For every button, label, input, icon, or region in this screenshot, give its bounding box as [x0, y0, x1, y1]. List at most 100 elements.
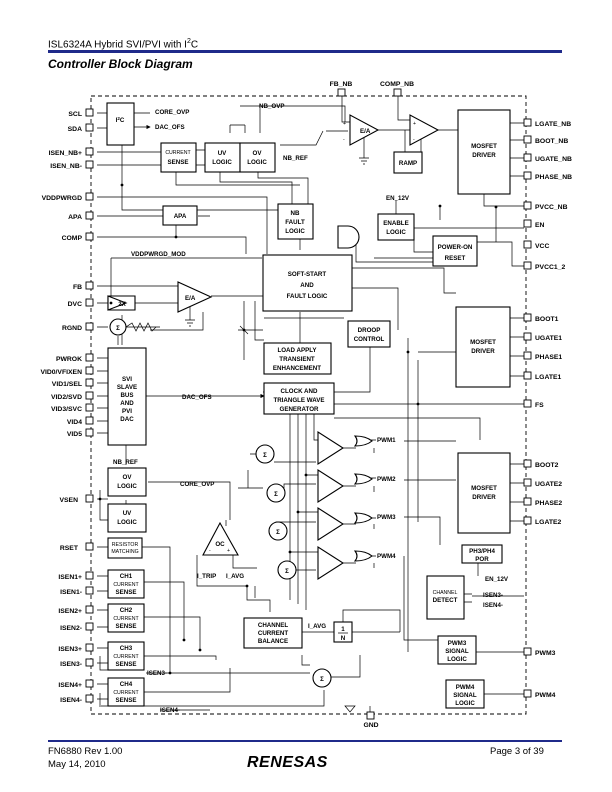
- svg-text:RENESAS: RENESAS: [247, 754, 328, 771]
- svg-text:LOGIC: LOGIC: [455, 700, 475, 707]
- sum-node-pwm3: [268, 521, 288, 541]
- ov-logic-block: [239, 142, 276, 173]
- footer-rule: [48, 740, 562, 742]
- svg-text:CONTROL: CONTROL: [354, 336, 385, 343]
- section-title: Controller Block Diagram: [48, 57, 193, 71]
- pin-isen3-minus: ISEN3-: [60, 661, 82, 668]
- pin-scl: SCL: [68, 111, 82, 118]
- pin-comp: COMP: [62, 235, 83, 242]
- pin-apa: APA: [68, 214, 82, 221]
- ground-symbol-1: [359, 152, 369, 165]
- svg-text:NB: NB: [291, 210, 300, 217]
- pin-comp-nb: COMP_NB: [380, 81, 414, 88]
- svg-text:SVI: SVI: [122, 376, 132, 383]
- sig-i-avg-2: I_AVG: [308, 623, 326, 630]
- svg-text:-: -: [343, 137, 345, 143]
- one-over-n-block: [333, 621, 353, 643]
- pin-vddpwrgd: VDDPWRGD: [42, 195, 82, 202]
- pin-en: EN: [535, 222, 545, 229]
- svg-text:LOGIC: LOGIC: [247, 159, 267, 166]
- current-sense-nb-block: [160, 142, 197, 173]
- pin-sda: SDA: [68, 126, 82, 133]
- svg-text:CURRENT: CURRENT: [113, 654, 139, 660]
- pin-vid0: VID0/VFIXEN: [40, 369, 82, 376]
- svg-text:TRANSIENT: TRANSIENT: [279, 356, 315, 363]
- svg-text:LOGIC: LOGIC: [447, 656, 467, 663]
- svg-text:SENSE: SENSE: [168, 159, 189, 166]
- svg-text:CHANNEL: CHANNEL: [433, 590, 458, 596]
- svg-text:SENSE: SENSE: [116, 661, 137, 668]
- pwm4-comparator: [317, 545, 345, 581]
- pin-pwm4: PWM4: [535, 692, 556, 699]
- sig-en-12v: EN_12V: [386, 195, 410, 202]
- pin-boot-nb: BOOT_NB: [535, 138, 568, 145]
- pin-lgate-nb: LGATE_NB: [535, 121, 571, 128]
- droop-control-block: [347, 320, 391, 348]
- uv-logic-2-block: [107, 503, 147, 533]
- svg-text:RAMP: RAMP: [399, 160, 417, 167]
- svg-text:DAC: DAC: [120, 416, 134, 423]
- wires: [97, 89, 524, 712]
- pin-phase2: PHASE2: [535, 500, 562, 507]
- pwm3-comparator: [317, 506, 345, 542]
- ground-symbol-2: [185, 318, 195, 327]
- resistor-matching-block: [107, 537, 143, 559]
- svg-text:E/A: E/A: [360, 128, 371, 135]
- pin-vid3: VID3/SVC: [51, 406, 82, 413]
- ground-symbol-3: [344, 705, 356, 713]
- svg-text:CURRENT: CURRENT: [258, 630, 288, 637]
- nb-fault-logic-block: [277, 203, 314, 240]
- svg-text:PWM4: PWM4: [456, 684, 475, 691]
- pin-vcc: VCC: [535, 243, 549, 250]
- pin-isen-nb-minus: ISEN_NB-: [50, 163, 82, 170]
- svg-text:MOSFET: MOSFET: [471, 143, 497, 150]
- right-pin-labels: LGATE_NB BOOT_NB UGATE_NB PHASE_NB PVCC_…: [535, 121, 572, 699]
- pwm-comparator-nb: [409, 114, 440, 146]
- junction-dots: [98, 183, 498, 675]
- sum-node-iavg: [312, 668, 332, 688]
- pin-phase1: PHASE1: [535, 354, 562, 361]
- blocks: I2C CURRENT SENSE UV LOGIC OV LOGIC E/A …: [98, 102, 511, 713]
- svg-text:POR: POR: [475, 556, 489, 563]
- sig-core-ovp: CORE_OVP: [155, 109, 189, 116]
- svg-text:ENHANCEMENT: ENHANCEMENT: [273, 365, 321, 372]
- svg-text:CURRENT: CURRENT: [113, 690, 139, 696]
- svg-text:CLOCK AND: CLOCK AND: [281, 388, 318, 395]
- header-rule: [48, 50, 562, 53]
- svg-text:BUS: BUS: [120, 392, 133, 399]
- svg-text:LOAD APPLY: LOAD APPLY: [277, 347, 317, 354]
- ph-por-block: [461, 544, 503, 564]
- i2c-block: [106, 102, 135, 146]
- svg-text:RESET: RESET: [445, 255, 466, 262]
- pin-pwm3: PWM3: [535, 650, 556, 657]
- sig-isen4-minus: ISEN4-: [483, 602, 503, 609]
- svg-text:POWER-ON: POWER-ON: [438, 244, 473, 251]
- sig-isen3-minus-b: ISEN3-: [147, 670, 167, 677]
- svg-text:Σ: Σ: [116, 325, 120, 332]
- svg-text:LOGIC: LOGIC: [117, 483, 137, 490]
- pin-ugate1: UGATE1: [535, 335, 562, 342]
- pwm3-gate: [353, 512, 373, 524]
- svg-text:Σ: Σ: [320, 676, 324, 683]
- pin-pvcc1-2: PVCC1_2: [535, 264, 565, 271]
- pin-vid5: VID5: [67, 431, 82, 438]
- left-pin-labels: SCL SDA ISEN_NB+ ISEN_NB- VDDPWRGD APA C…: [40, 111, 82, 704]
- svg-text:SOFT-START: SOFT-START: [288, 271, 327, 278]
- svg-text:PWM3: PWM3: [448, 640, 467, 647]
- sig-isen4-minus-b: ISEN4-: [160, 707, 180, 714]
- sig-core-ovp-2: CORE_OVP: [180, 481, 214, 488]
- pwm4-signal-logic-block: [445, 679, 485, 709]
- svg-text:PH3/PH4: PH3/PH4: [469, 548, 495, 555]
- pin-phase-nb: PHASE_NB: [535, 174, 572, 181]
- pin-isen4-plus: ISEN4+: [58, 682, 82, 689]
- footer-page: Page 3 of 39: [490, 746, 544, 757]
- channel-balance-block: [243, 617, 303, 649]
- svg-text:+: +: [343, 121, 346, 127]
- ramp-block: [393, 151, 423, 174]
- pin-lgate1: LGATE1: [535, 374, 562, 381]
- svg-text:2X: 2X: [118, 301, 126, 308]
- mosfet-driver-2-block: [457, 452, 511, 534]
- sig-nb-ref: NB_REF: [283, 155, 308, 162]
- and-gate: [337, 225, 360, 249]
- ch4-sense-block: [107, 677, 145, 707]
